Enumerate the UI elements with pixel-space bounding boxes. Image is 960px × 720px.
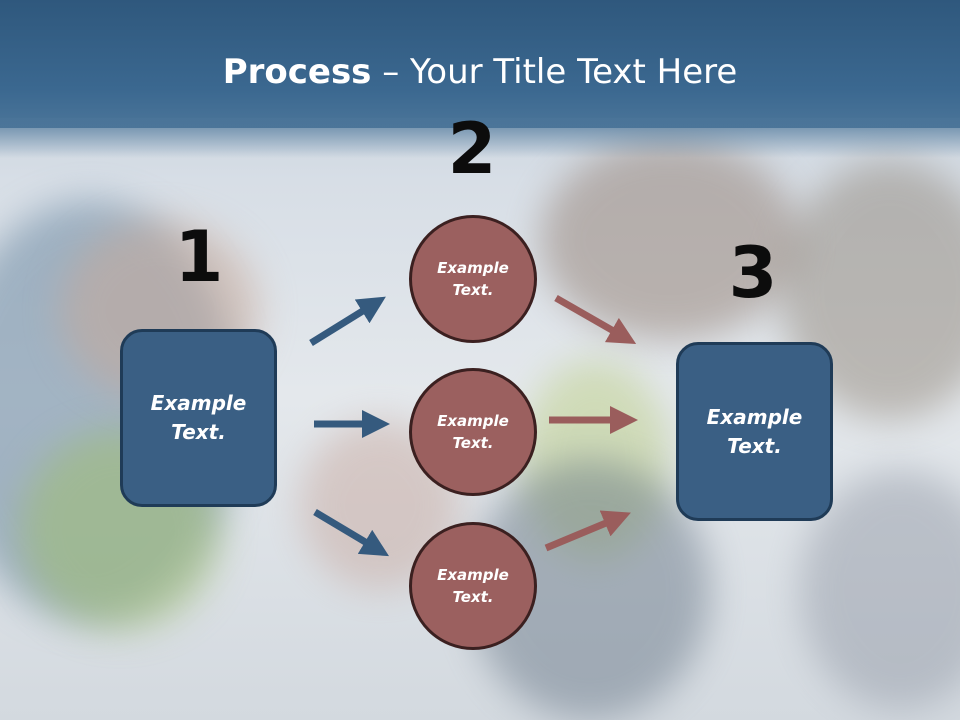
- background-photo-figure: [540, 140, 800, 340]
- title-bar: [0, 0, 960, 128]
- step-2-circle-bottom[interactable]: Example Text.: [409, 522, 537, 650]
- step-2-number: 2: [447, 108, 497, 190]
- title-bar-fade: [0, 118, 960, 158]
- step-3-label: Example Text.: [706, 404, 803, 458]
- step-2-circle-top[interactable]: Example Text.: [409, 215, 537, 343]
- step-3-number: 3: [728, 232, 778, 314]
- arrow-2-to-3-top: [554, 294, 637, 344]
- title-rest: – Your Title Text Here: [371, 52, 738, 92]
- step-2-circle-label: Example Text.: [437, 411, 509, 453]
- step-2-circle-label: Example Text.: [437, 258, 509, 300]
- step-1-number: 1: [174, 216, 224, 298]
- title-bold: Process: [222, 52, 372, 92]
- arrow-2-to-3-bottom: [544, 510, 631, 552]
- step-3-box[interactable]: Example Text.: [676, 342, 833, 521]
- step-1-label: Example Text.: [150, 391, 247, 444]
- step-2-circle-label: Example Text.: [437, 565, 509, 607]
- step-1-box[interactable]: Example Text.: [120, 329, 277, 507]
- arrow-1-to-2-bottom: [313, 508, 390, 557]
- step-2-circle-middle[interactable]: Example Text.: [409, 368, 537, 496]
- slide-title: Process – Your Title Text Here: [0, 52, 960, 92]
- arrow-1-to-2-top: [309, 296, 386, 346]
